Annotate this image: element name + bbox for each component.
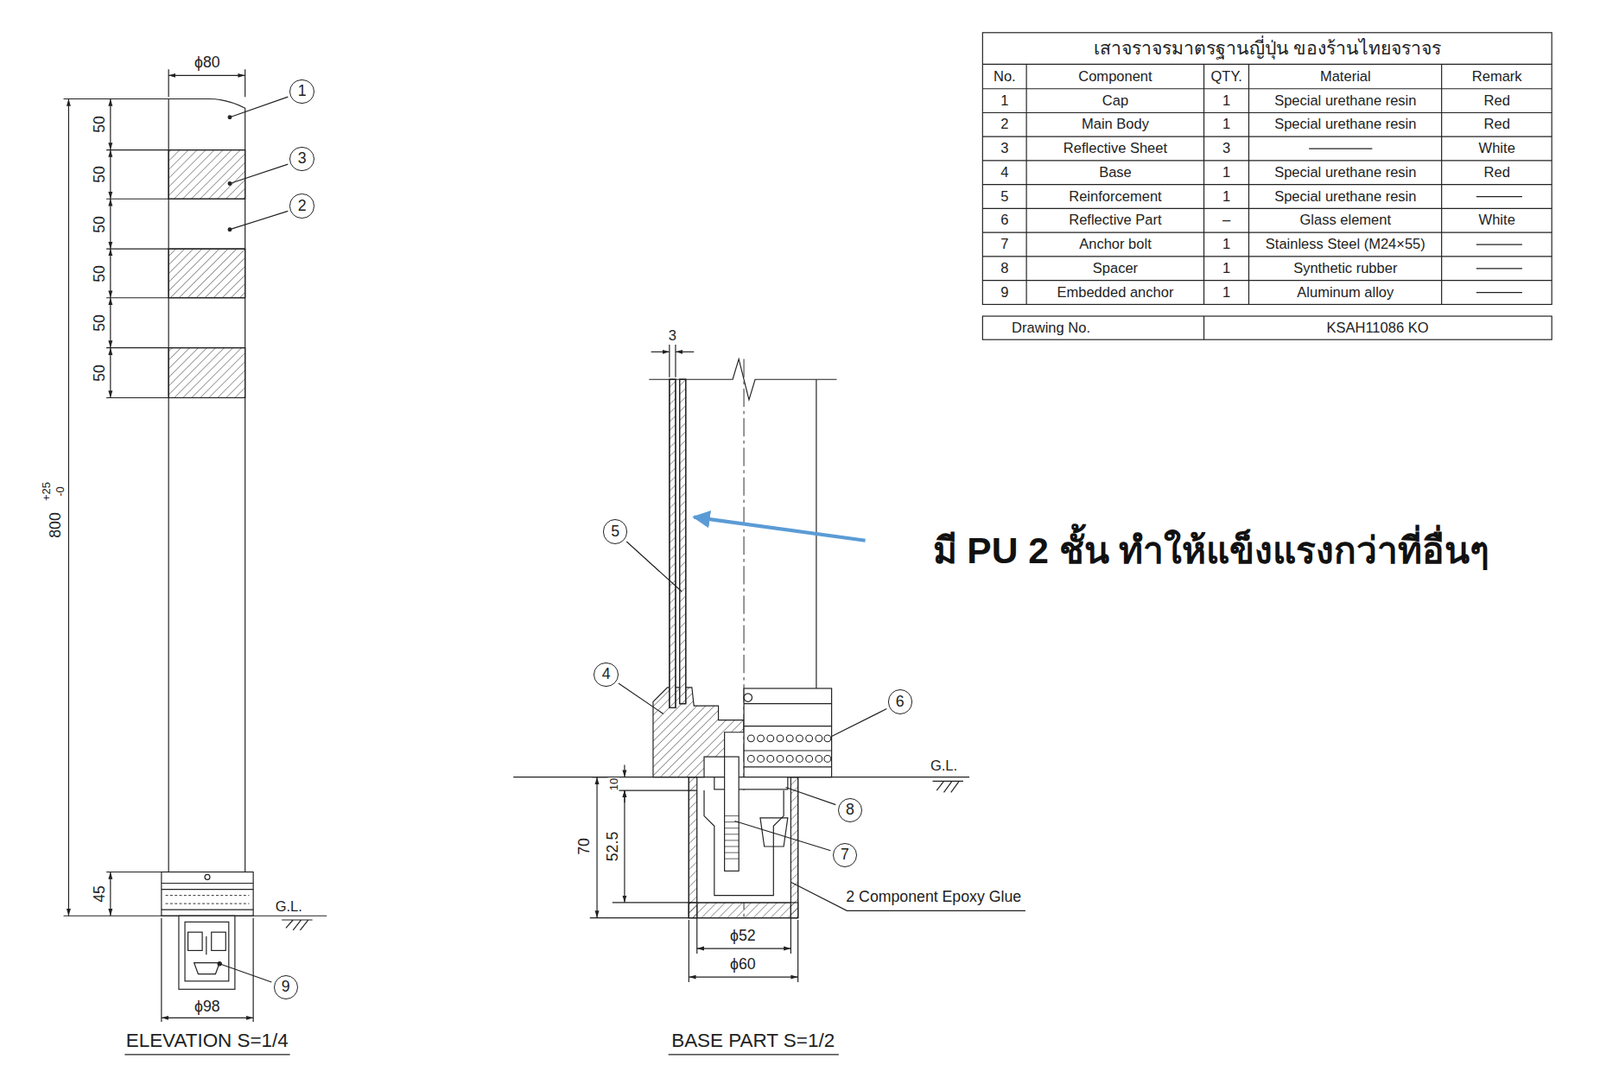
callout-number: 9 bbox=[281, 979, 291, 996]
callout-number: 6 bbox=[895, 694, 905, 711]
table-cell: 1 bbox=[1221, 117, 1232, 133]
table-cell: Spacer bbox=[1092, 261, 1139, 277]
dimension-label: 3 bbox=[667, 328, 678, 343]
callout-number: 3 bbox=[298, 151, 307, 167]
table-cell: 2 bbox=[999, 117, 1010, 133]
callout-circle: 3 bbox=[289, 146, 314, 172]
dimension-label: ϕ60 bbox=[729, 957, 757, 973]
drawing-number-cell: Drawing No. bbox=[1010, 320, 1092, 336]
table-cell: Stainless Steel (M24×55) bbox=[1264, 237, 1427, 253]
table-cell: White bbox=[1478, 213, 1517, 229]
callout-circle: 2 bbox=[289, 193, 314, 218]
dimension-label: 45 bbox=[92, 884, 108, 904]
callout-circle: 5 bbox=[603, 519, 628, 544]
dimension-label: 52.5 bbox=[605, 831, 622, 863]
dimension-label: G.L. bbox=[274, 900, 304, 915]
material-note: 2 Component Epoxy Glue bbox=[844, 890, 1023, 907]
table-cell: White bbox=[1478, 141, 1517, 157]
table-cell: 7 bbox=[999, 237, 1010, 253]
dimension-label: 50 bbox=[92, 165, 108, 185]
table-cell: Base bbox=[1098, 165, 1133, 181]
table-cell: 9 bbox=[999, 285, 1010, 300]
callout-number: 2 bbox=[298, 198, 307, 215]
table-cell: 3 bbox=[999, 141, 1010, 157]
callout-circle: 8 bbox=[838, 798, 863, 823]
table-cell: 3 bbox=[1221, 141, 1232, 157]
dimension-label: ϕ80 bbox=[193, 55, 222, 71]
table-cell: 1 bbox=[1221, 261, 1232, 277]
table-cell: Special urethane resin bbox=[1273, 165, 1417, 181]
dimension-label: -0 bbox=[53, 486, 65, 499]
view-title: BASE PART S=1/2 bbox=[670, 1031, 836, 1051]
feature-note: มี PU 2 ชั้น ทำให้แข็งแรงกว่าที่อื่นๆ bbox=[932, 533, 1492, 571]
table-cell: 8 bbox=[999, 261, 1010, 277]
dimension-label: ϕ98 bbox=[193, 999, 222, 1016]
table-cell: Special urethane resin bbox=[1273, 189, 1417, 204]
dimension-label: +25 bbox=[40, 481, 52, 502]
table-cell: 1 bbox=[1221, 93, 1232, 108]
table-title: เสาจราจรมาตรฐานญี่ปุ่น ของร้านไทยจราจร bbox=[1092, 39, 1443, 58]
table-cell: 1 bbox=[1221, 189, 1232, 204]
table-cell: QTY. bbox=[1209, 69, 1243, 84]
callout-circle: 6 bbox=[888, 689, 913, 714]
dimension-label: 70 bbox=[577, 837, 593, 857]
callout-number: 4 bbox=[602, 666, 611, 683]
table-cell: Special urethane resin bbox=[1273, 117, 1417, 133]
table-cell: – bbox=[1221, 213, 1232, 229]
table-cell: Material bbox=[1319, 69, 1372, 84]
table-cell: 1 bbox=[999, 93, 1010, 108]
table-cell: Component bbox=[1077, 69, 1153, 84]
callout-number: 7 bbox=[840, 847, 850, 864]
callout-circle: 9 bbox=[273, 975, 299, 1000]
dimension-label: 10 bbox=[607, 777, 619, 792]
callout-number: 8 bbox=[845, 802, 855, 819]
table-cell: Red bbox=[1483, 117, 1512, 133]
table-cell: Red bbox=[1483, 93, 1512, 108]
table-cell: Remark bbox=[1471, 69, 1524, 84]
dimension-label: 50 bbox=[92, 363, 108, 383]
callout-number: 5 bbox=[610, 524, 620, 540]
table-cell: No. bbox=[992, 69, 1017, 84]
table-cell: 1 bbox=[1221, 285, 1232, 300]
dimension-label: 50 bbox=[92, 264, 108, 284]
table-cell: Synthetic rubber bbox=[1292, 261, 1398, 277]
table-cell: 1 bbox=[1221, 237, 1232, 253]
table-cell: 4 bbox=[999, 165, 1010, 181]
table-cell: Reflective Part bbox=[1067, 213, 1162, 229]
drawing-number-cell: KSAH11086 KO bbox=[1325, 320, 1429, 336]
callout-number: 1 bbox=[298, 83, 307, 100]
dimension-label: ϕ52 bbox=[729, 928, 757, 945]
table-cell: 1 bbox=[1221, 165, 1232, 181]
table-cell: Glass element bbox=[1299, 213, 1393, 229]
table-cell: Reinforcement bbox=[1067, 189, 1162, 204]
table-cell: Cap bbox=[1101, 93, 1130, 108]
dimension-label: G.L. bbox=[929, 759, 959, 775]
callout-circle: 4 bbox=[593, 662, 618, 687]
table-cell: 6 bbox=[999, 213, 1010, 229]
callout-circle: 1 bbox=[289, 79, 314, 104]
table-cell: Red bbox=[1483, 165, 1512, 181]
table-cell: Reflective Sheet bbox=[1062, 141, 1169, 157]
table-cell: 5 bbox=[999, 189, 1010, 204]
dimension-label: 800 bbox=[48, 511, 64, 540]
table-cell: Embedded anchor bbox=[1055, 285, 1175, 300]
dimension-label: 50 bbox=[92, 215, 108, 235]
table-cell: Main Body bbox=[1080, 117, 1150, 133]
dimension-label: 50 bbox=[92, 114, 108, 134]
table-cell: Anchor bolt bbox=[1078, 237, 1153, 253]
callout-circle: 7 bbox=[832, 843, 858, 868]
view-title: ELEVATION S=1/4 bbox=[125, 1031, 290, 1051]
dimension-label: 50 bbox=[92, 314, 108, 334]
table-cell: Aluminum alloy bbox=[1295, 285, 1395, 300]
table-cell: Special urethane resin bbox=[1273, 93, 1417, 108]
